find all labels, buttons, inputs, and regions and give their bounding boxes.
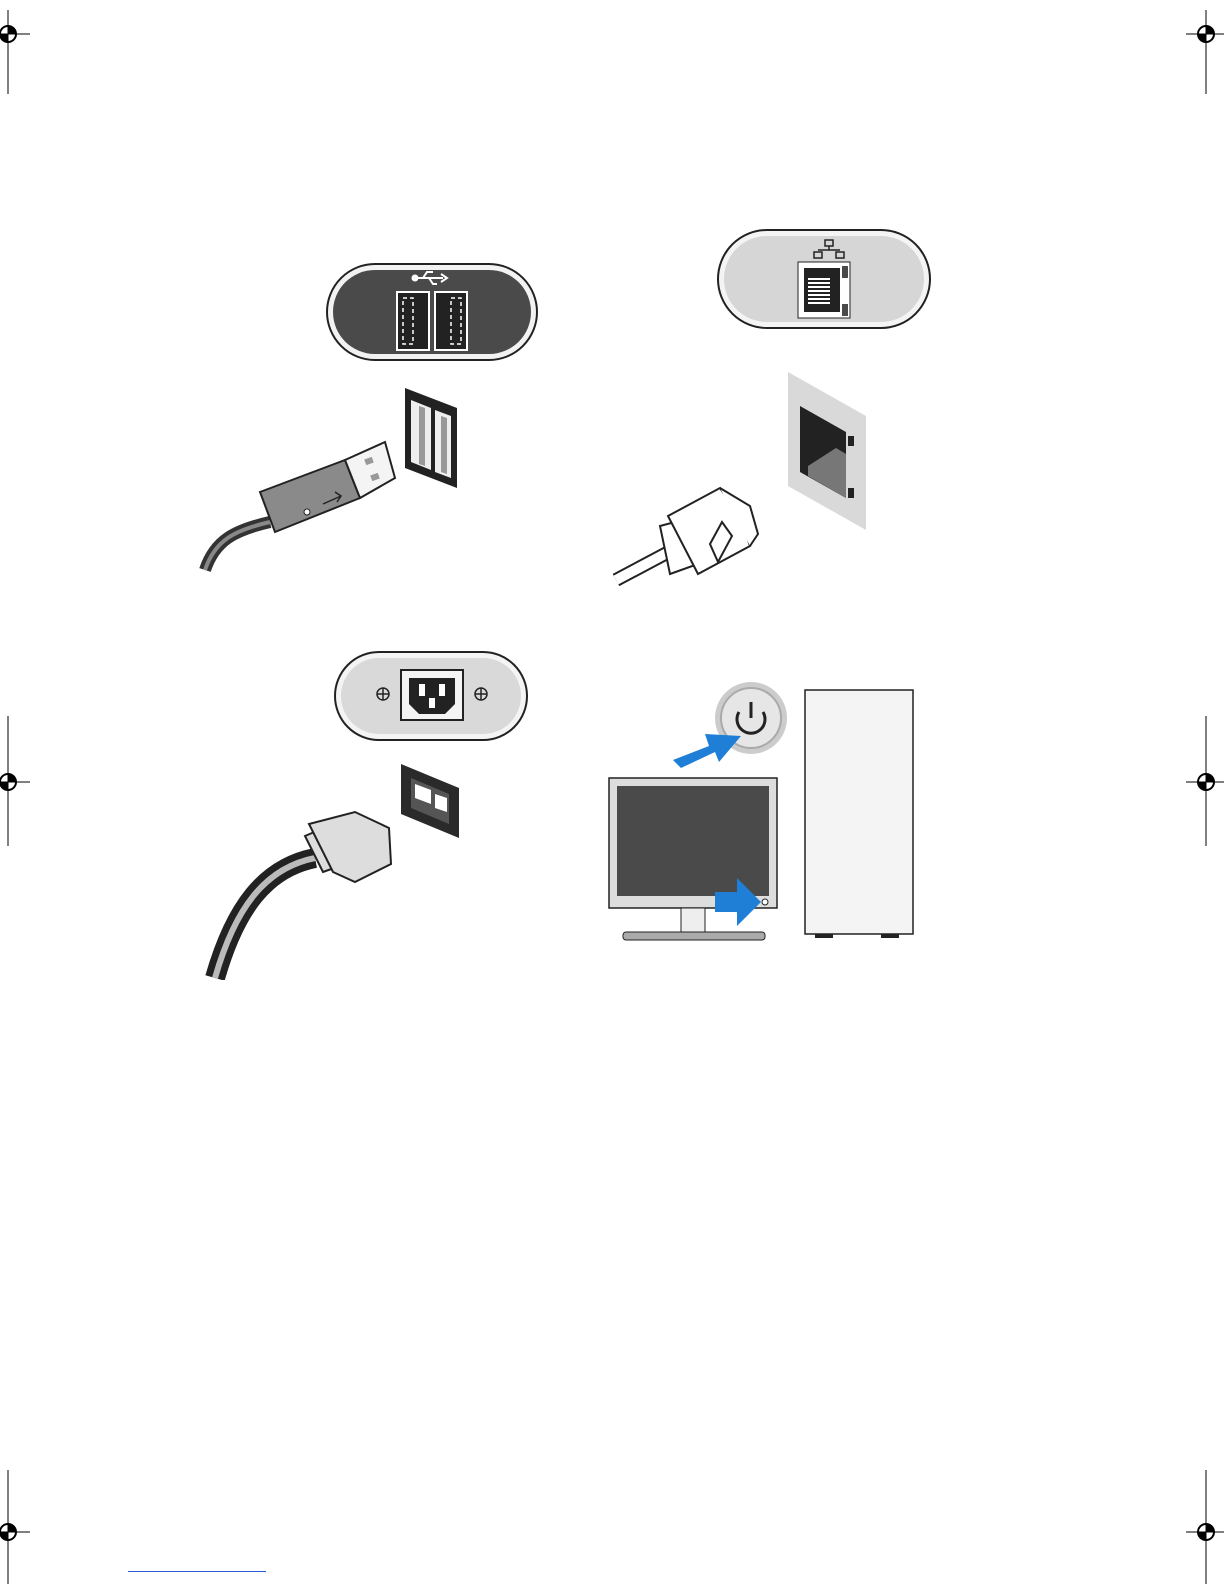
network-jack [788, 372, 866, 530]
usb-port [405, 388, 457, 488]
power-inlet [401, 764, 459, 838]
power-plug [215, 812, 391, 978]
usb-connection-figure [195, 260, 545, 580]
network-connection-figure [610, 226, 940, 596]
footer-rule [128, 1571, 266, 1572]
power-inlet-icon [401, 670, 463, 720]
registration-mark-top-right [1186, 10, 1224, 94]
usb-plug [205, 442, 395, 570]
monitor [609, 778, 777, 940]
power-on-figure [605, 680, 925, 946]
arrow-to-power-button [673, 734, 741, 768]
registration-mark-middle-left [0, 716, 30, 846]
network-plug [616, 488, 758, 580]
registration-mark-bottom-right [1186, 1470, 1224, 1584]
registration-mark-top-left [0, 10, 30, 94]
power-inlet-panel [335, 652, 527, 740]
network-panel [718, 230, 930, 328]
power-cable-figure [205, 648, 535, 980]
computer-tower [805, 690, 913, 938]
registration-mark-middle-right [1186, 716, 1224, 846]
usb-panel [327, 264, 537, 360]
registration-mark-bottom-left [0, 1470, 30, 1584]
